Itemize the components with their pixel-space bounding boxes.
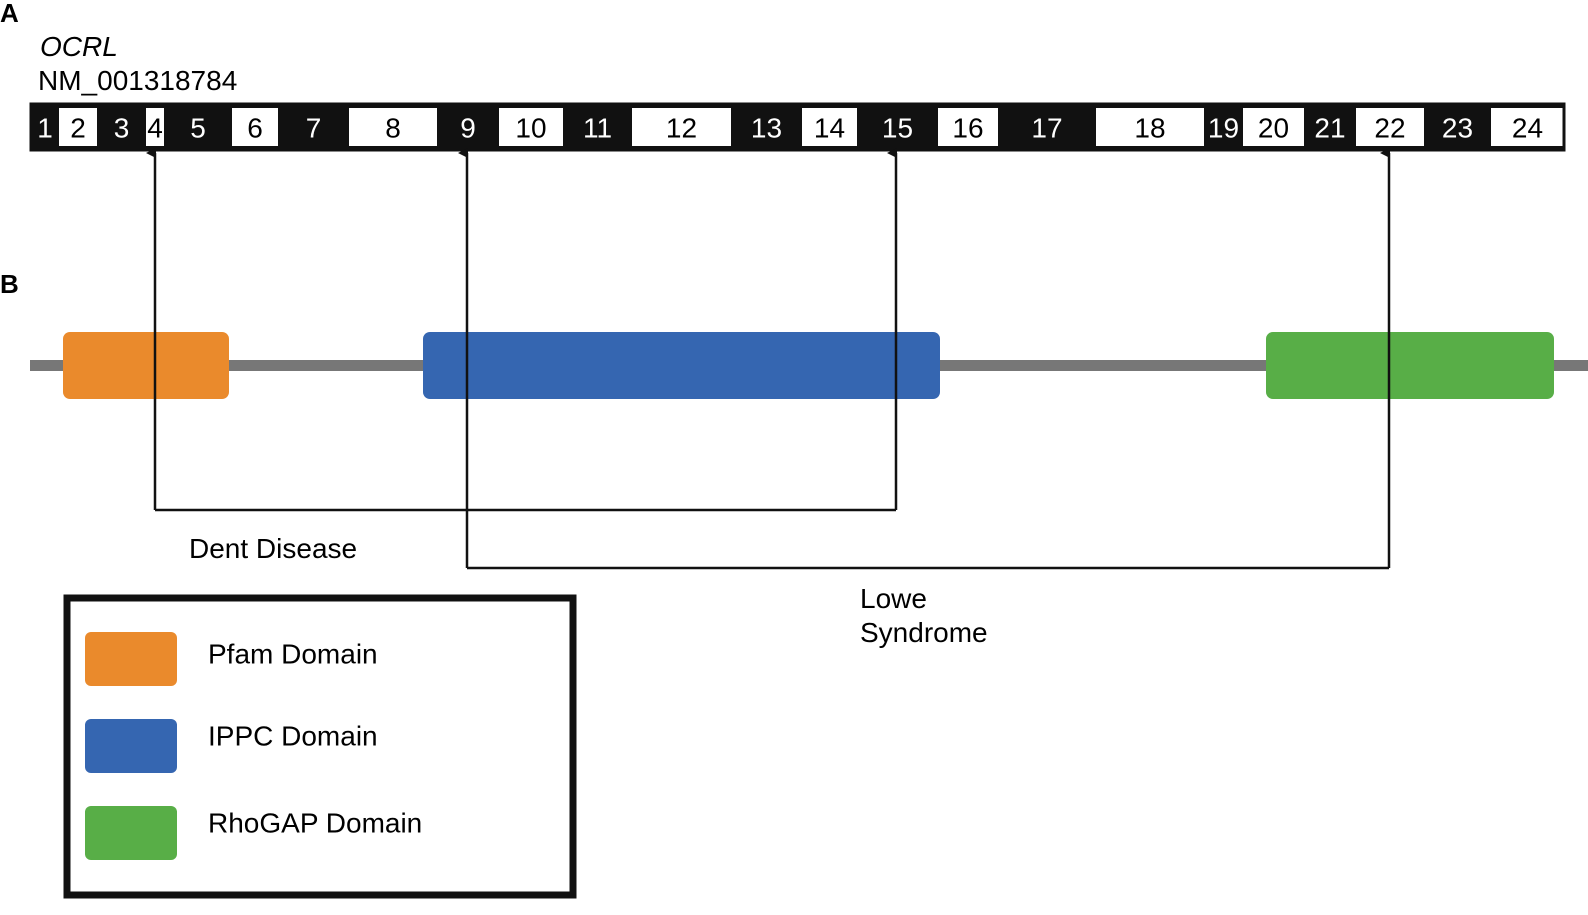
exon-1-label: 1: [37, 113, 53, 144]
exon-6-block: [232, 108, 278, 146]
exon-16-block: [938, 108, 998, 146]
ippc-domain-box: [423, 332, 940, 399]
exon-21-block: [1304, 104, 1356, 150]
exon-14-label: 14: [814, 113, 845, 144]
exon-2-label: 2: [70, 113, 86, 144]
exon-24-label: 24: [1512, 113, 1543, 144]
exon-20-label: 20: [1258, 113, 1289, 144]
exon-15-label: 15: [882, 113, 913, 144]
exon-16-label: 16: [952, 113, 983, 144]
exon-10-block: [499, 108, 563, 146]
legend-frame: [63, 594, 577, 899]
exon-24-block: [1491, 108, 1564, 146]
exon-11-label: 11: [583, 113, 612, 144]
exon-19-label: 19: [1208, 113, 1239, 144]
exon-19-block: [1204, 104, 1243, 150]
exon-22-label: 22: [1374, 113, 1405, 144]
exon-3-block: [97, 104, 146, 150]
exon-8-block: [349, 108, 437, 146]
panel-a-label: A: [0, 0, 19, 28]
exon-7-label: 7: [306, 113, 322, 144]
dent-disease-connector: [146, 148, 898, 512]
legend-pfam-label: Pfam Domain: [208, 639, 378, 670]
exon-23-label: 23: [1442, 113, 1473, 144]
exon-6-label: 6: [247, 113, 263, 144]
exon-21-label: 21: [1314, 113, 1345, 144]
exon-15-block: [857, 104, 938, 150]
exon-11-block: [563, 104, 632, 150]
exon-17-block: [998, 104, 1096, 150]
exon-12-label: 12: [666, 113, 697, 144]
legend-rhogap-label: RhoGAP Domain: [208, 808, 422, 839]
exon-13-block: [731, 104, 802, 150]
exon-14-block: [802, 108, 857, 146]
legend-pfam-swatch: [85, 632, 177, 686]
rhogap-domain-box: [1266, 332, 1554, 399]
gene-name: OCRL: [40, 31, 118, 62]
exon-7-block: [278, 104, 349, 150]
exon-17-label: 17: [1031, 113, 1062, 144]
exon-18-label: 18: [1134, 113, 1165, 144]
exon-23-block: [1424, 104, 1491, 150]
exon-5-block: [164, 104, 232, 150]
exon-22-block: [1356, 108, 1424, 146]
legend-rhogap-swatch: [85, 806, 177, 860]
lowe-syndrome-label-line2: Syndrome: [860, 617, 988, 648]
exon-1-block: [31, 104, 59, 150]
exon-4-label: 4: [147, 113, 163, 144]
legend-ippc-swatch: [85, 719, 177, 773]
exon-map-frame: [29, 102, 1566, 152]
exon-13-label: 13: [751, 113, 782, 144]
exon-20-block: [1243, 108, 1304, 146]
dent-disease-label: Dent Disease: [189, 533, 357, 564]
exon-9-label: 9: [460, 113, 476, 144]
exon-12-block: [632, 108, 731, 146]
pfam-domain-box: [63, 332, 229, 399]
legend: Pfam Domain IPPC Domain RhoGAP Domain: [63, 594, 577, 899]
exon-18-block: [1096, 108, 1204, 146]
exon-3-label: 3: [114, 113, 130, 144]
exon-8-label: 8: [385, 113, 401, 144]
exon-10-label: 10: [515, 113, 546, 144]
exon-2-block: [59, 108, 97, 146]
exon-4-block: [146, 108, 164, 146]
exon-9-block: [437, 104, 499, 150]
transcript-id: NM_001318784: [38, 65, 237, 96]
exon-5-label: 5: [190, 113, 206, 144]
lowe-syndrome-connector: [458, 148, 1391, 570]
lowe-syndrome-label-line1: Lowe: [860, 583, 927, 614]
legend-ippc-label: IPPC Domain: [208, 721, 378, 752]
panel-b-label: B: [0, 269, 19, 299]
